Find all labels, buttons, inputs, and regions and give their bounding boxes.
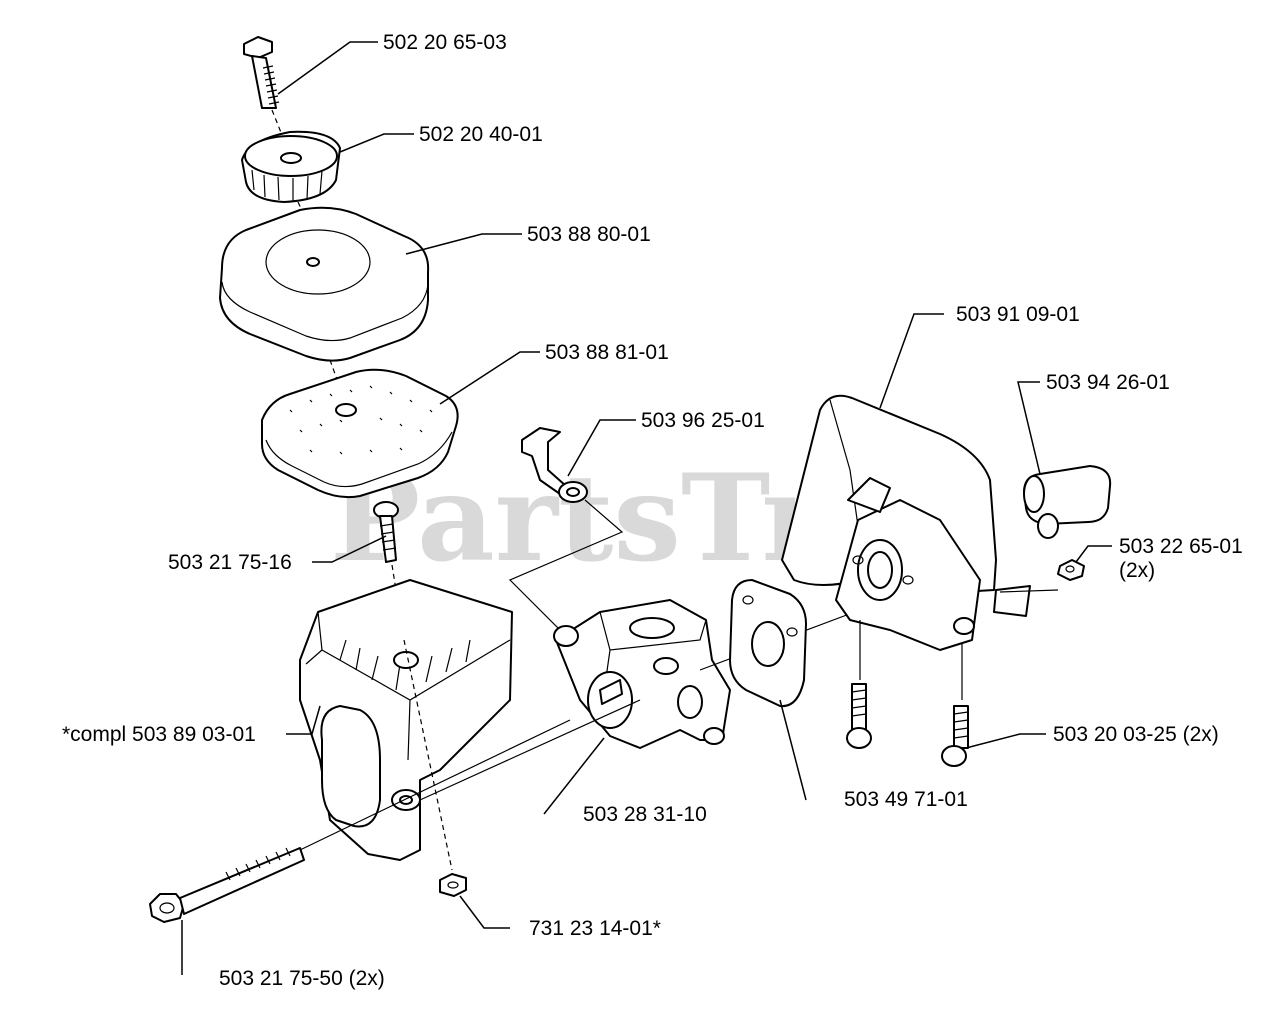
label-screw-small: 503 21 75-16 [168,551,292,574]
square-nut-part [999,559,1085,593]
bolt-top-part [243,36,293,161]
long-bolt-part [149,719,571,923]
label-long-bolt: 503 21 75-50 (2x) [219,967,385,990]
air-filter-part [261,368,459,499]
filter-housing-part [299,579,513,861]
carburetor-part [553,599,731,749]
label-boot: 503 94 26-01 [1046,371,1170,394]
intake-cover-part [781,394,1031,651]
label-square-nut: 503 22 65-01 [1119,535,1243,558]
label-nut: 731 23 14-01* [529,917,661,940]
label-filter-cover: 503 88 80-01 [527,223,651,246]
label-bolt-top: 502 20 65-03 [383,31,507,54]
label-intake-cover: 503 91 09-01 [956,303,1080,326]
label-square-nut-qty: (2x) [1119,559,1155,582]
throttle-link-part [508,427,624,641]
label-filter-housing: *compl 503 89 03-01 [62,723,256,746]
label-throttle-link: 503 96 25-01 [641,409,765,432]
leader-lines [181,41,1112,975]
label-screws: 503 20 03-25 (2x) [1053,723,1219,746]
part-labels: 502 20 65-03 502 20 40-01 503 88 80-01 5… [62,31,1243,990]
label-gasket: 503 49 71-01 [844,788,968,811]
label-air-filter: 503 88 81-01 [545,341,669,364]
label-carburetor: 503 28 31-10 [583,803,707,826]
gasket-part [729,579,807,708]
filter-cover-part [219,206,430,411]
knob-part [241,130,341,233]
label-knob: 502 20 40-01 [419,123,543,146]
screws-part [846,620,969,767]
nut-part [403,639,467,897]
boot-part [1023,465,1112,539]
